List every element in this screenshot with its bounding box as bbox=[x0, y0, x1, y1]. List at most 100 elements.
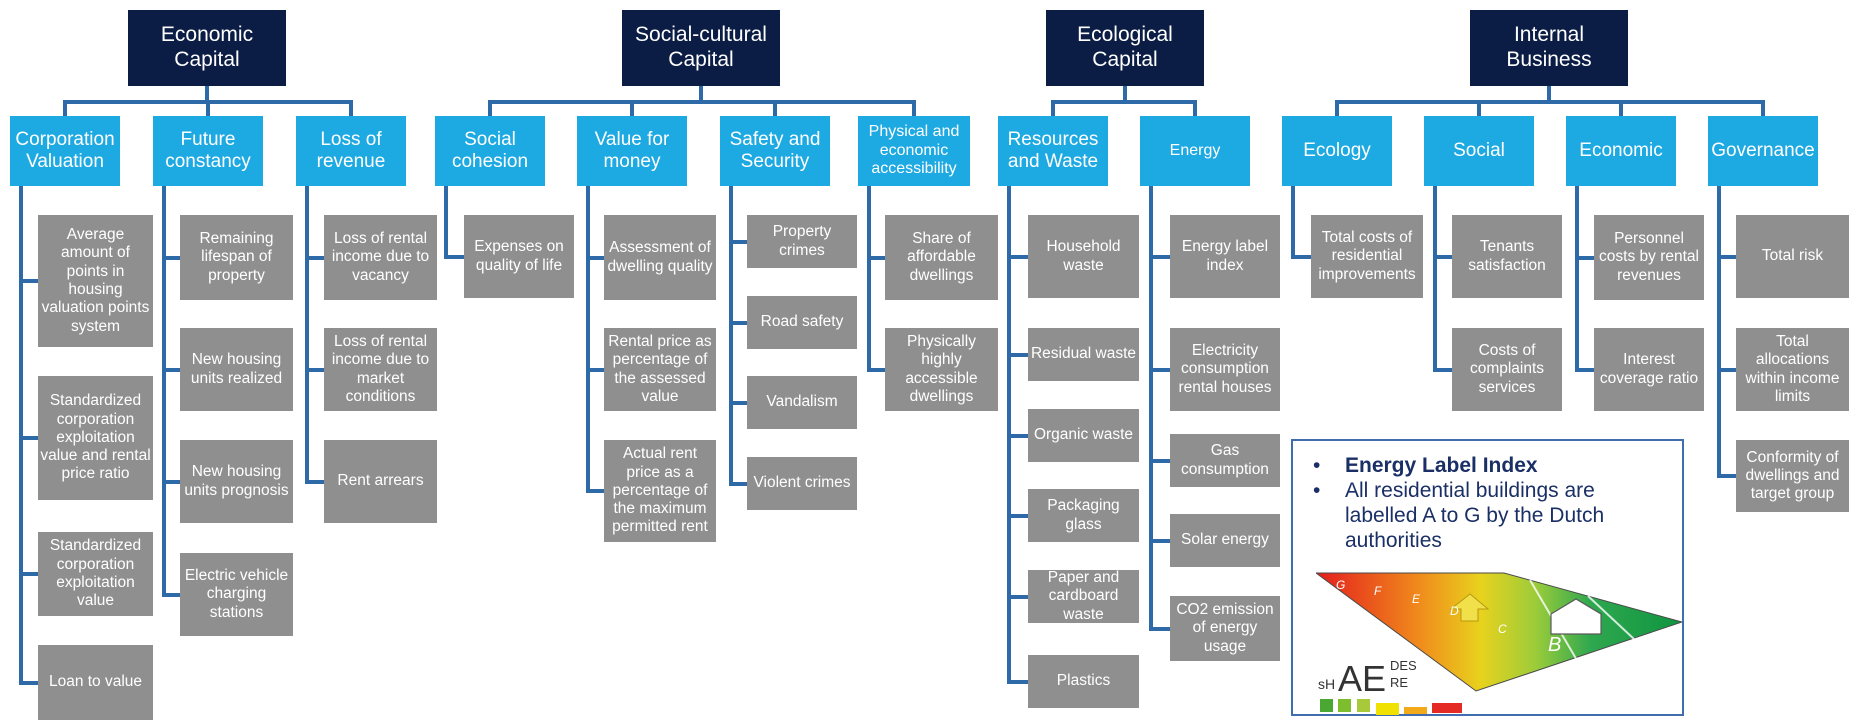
indicator-box: Average amount of points in housing valu… bbox=[38, 215, 153, 347]
indicator-box: Tenants satisfaction bbox=[1452, 215, 1562, 298]
connector-line bbox=[867, 186, 871, 372]
category-box: Economic bbox=[1566, 116, 1676, 186]
indicator-box: Property crimes bbox=[747, 215, 857, 268]
connector-line bbox=[205, 86, 209, 100]
indicator-box: Electricity consumption rental houses bbox=[1170, 328, 1280, 411]
connector-line bbox=[1433, 367, 1452, 372]
connector-line bbox=[305, 367, 324, 372]
capital-box-internal: Internal Business bbox=[1470, 10, 1628, 86]
connector-line bbox=[1717, 474, 1736, 478]
connector-line bbox=[729, 320, 747, 325]
bullet-icon: • bbox=[1313, 454, 1321, 477]
connector-line bbox=[162, 186, 166, 597]
connector-line bbox=[1477, 100, 1481, 116]
energy-label-callout: • Energy Label Index • All residential b… bbox=[1291, 439, 1684, 716]
logo-bar bbox=[1357, 699, 1370, 712]
connector-line bbox=[1547, 86, 1551, 100]
connector-line bbox=[630, 100, 634, 116]
svg-text:sH: sH bbox=[1318, 676, 1335, 692]
bullet-icon: • bbox=[1313, 479, 1321, 502]
indicator-box: Loan to value bbox=[38, 645, 153, 720]
category-box: Energy bbox=[1140, 116, 1250, 186]
indicator-box: Conformity of dwellings and target group bbox=[1736, 440, 1849, 512]
connector-line bbox=[1007, 254, 1028, 259]
label-band-shape bbox=[1316, 572, 1682, 692]
indicator-box: Total allocations within income limits bbox=[1736, 328, 1849, 411]
indicator-box: Solar energy bbox=[1170, 514, 1280, 567]
connector-line bbox=[1575, 367, 1594, 372]
label-letter: C bbox=[1498, 622, 1507, 636]
indicator-box: Remaining lifespan of property bbox=[180, 215, 293, 300]
indicator-box: Interest coverage ratio bbox=[1594, 328, 1704, 411]
category-box: Physical and economic accessibility bbox=[858, 116, 970, 186]
house-icon bbox=[1550, 598, 1602, 635]
connector-line bbox=[349, 100, 353, 116]
indicator-box: Total costs of residential improvements bbox=[1311, 215, 1423, 298]
svg-text:RE: RE bbox=[1390, 675, 1408, 690]
indicator-box: Vandalism bbox=[747, 376, 857, 429]
indicator-box: Physically highly accessible dwellings bbox=[885, 328, 998, 411]
category-box: Corporation Valuation bbox=[10, 116, 120, 186]
connector-line bbox=[305, 186, 309, 484]
label-letter: D bbox=[1450, 604, 1459, 618]
indicator-box: Violent crimes bbox=[747, 457, 857, 510]
callout-title: Energy Label Index bbox=[1345, 454, 1538, 477]
indicator-box: Gas consumption bbox=[1170, 434, 1280, 487]
connector-line bbox=[1149, 538, 1170, 543]
connector-line bbox=[773, 100, 777, 116]
connector-line bbox=[1575, 186, 1579, 372]
connector-line bbox=[19, 436, 38, 440]
connector-line bbox=[19, 186, 23, 685]
connector-line bbox=[1149, 367, 1170, 372]
indicator-box: Organic waste bbox=[1028, 409, 1139, 462]
connector-line bbox=[729, 186, 733, 486]
connector-line bbox=[1051, 100, 1055, 116]
connector-line bbox=[1335, 100, 1765, 104]
indicator-box: Plastics bbox=[1028, 655, 1139, 708]
connector-line bbox=[1291, 254, 1311, 259]
connector-line bbox=[305, 479, 324, 484]
connector-line bbox=[162, 255, 180, 260]
connector-line bbox=[1717, 254, 1736, 259]
indicator-box: Personnel costs by rental revenues bbox=[1594, 215, 1704, 300]
callout-item-title: • Energy Label Index bbox=[1313, 453, 1538, 478]
connector-line bbox=[1149, 186, 1153, 631]
category-box: Safety and Security bbox=[720, 116, 830, 186]
capital-box-economic: Economic Capital bbox=[128, 10, 286, 86]
svg-text:AE: AE bbox=[1338, 658, 1386, 699]
indicator-box: Assessment of dwelling quality bbox=[604, 215, 716, 300]
connector-line bbox=[488, 100, 492, 116]
connector-line bbox=[586, 489, 604, 493]
indicator-box: Road safety bbox=[747, 296, 857, 349]
connector-line bbox=[1007, 433, 1028, 438]
shaedes-logo: sH AE DES RE bbox=[1318, 658, 1462, 715]
connector-line bbox=[1051, 100, 1197, 104]
indicator-box: Packaging glass bbox=[1028, 489, 1139, 542]
connector-line bbox=[1433, 186, 1437, 372]
indicator-box: Rental price as percentage of the assess… bbox=[604, 328, 716, 411]
connector-line bbox=[586, 367, 604, 372]
connector-line bbox=[444, 254, 464, 259]
connector-line bbox=[1761, 100, 1765, 116]
category-box: Governance bbox=[1708, 116, 1818, 186]
connector-line bbox=[162, 592, 180, 597]
indicator-box: Expenses on quality of life bbox=[464, 215, 574, 298]
label-letter: A bbox=[1589, 653, 1603, 675]
indicator-box: New housing units prognosis bbox=[180, 440, 293, 523]
connector-line bbox=[1149, 626, 1170, 631]
logo-bar bbox=[1404, 707, 1427, 714]
connector-line bbox=[729, 481, 747, 486]
svg-text:DES: DES bbox=[1390, 658, 1417, 673]
indicator-box: Household waste bbox=[1028, 215, 1139, 298]
connector-line bbox=[867, 255, 885, 260]
indicator-box: Loss of rental income due to market cond… bbox=[324, 328, 437, 411]
connector-line bbox=[444, 186, 448, 259]
connector-line bbox=[586, 255, 604, 260]
connector-line bbox=[1335, 100, 1339, 116]
logo-bar bbox=[1432, 703, 1462, 713]
connector-line bbox=[586, 186, 590, 493]
connector-line bbox=[1007, 352, 1028, 357]
connector-line bbox=[1123, 86, 1127, 100]
category-box: Social cohesion bbox=[435, 116, 545, 186]
